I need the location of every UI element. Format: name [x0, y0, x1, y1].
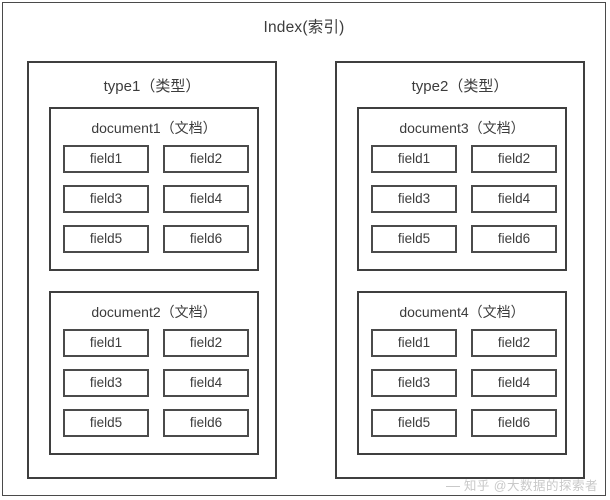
type-container-2: type2（类型） document3（文档） field1 field2 fi… [335, 61, 585, 479]
field-grid-2: field1 field2 field3 field4 field5 field… [63, 329, 249, 437]
field-box: field4 [471, 185, 557, 213]
watermark-text: 知乎 @大数据的探索者 [463, 479, 598, 493]
field-box: field1 [63, 329, 149, 357]
field-box: field5 [371, 409, 457, 437]
field-box: field4 [163, 185, 249, 213]
field-box: field1 [371, 329, 457, 357]
document-container-1: document1（文档） field1 field2 field3 field… [49, 107, 259, 271]
field-box: field6 [471, 409, 557, 437]
index-container: Index(索引) type1（类型） document1（文档） field1… [2, 2, 606, 496]
field-box: field5 [63, 409, 149, 437]
field-box: field2 [163, 145, 249, 173]
field-box: field5 [63, 225, 149, 253]
field-box: field3 [63, 369, 149, 397]
document-title-2: document2（文档） [91, 304, 217, 320]
field-grid-3: field1 field2 field3 field4 field5 field… [371, 145, 557, 253]
field-grid-1: field1 field2 field3 field4 field5 field… [63, 145, 249, 253]
field-box: field3 [371, 185, 457, 213]
field-box: field5 [371, 225, 457, 253]
field-box: field6 [163, 409, 249, 437]
field-box: field2 [471, 145, 557, 173]
document-title-3: document3（文档） [399, 120, 525, 136]
field-box: field3 [63, 185, 149, 213]
watermark: 知乎 @大数据的探索者 [445, 475, 598, 494]
field-box: field2 [471, 329, 557, 357]
document-title-1: document1（文档） [91, 120, 217, 136]
field-box: field4 [163, 369, 249, 397]
field-box: field1 [63, 145, 149, 173]
field-box: field6 [163, 225, 249, 253]
document-container-2: document2（文档） field1 field2 field3 field… [49, 291, 259, 455]
field-box: field4 [471, 369, 557, 397]
watermark-line-icon [445, 486, 460, 488]
type-title-1: type1（类型） [103, 78, 201, 95]
index-title: Index(索引) [263, 19, 345, 36]
type-title-2: type2（类型） [411, 78, 509, 95]
field-box: field3 [371, 369, 457, 397]
field-box: field6 [471, 225, 557, 253]
document-container-3: document3（文档） field1 field2 field3 field… [357, 107, 567, 271]
document-title-4: document4（文档） [399, 304, 525, 320]
type-container-1: type1（类型） document1（文档） field1 field2 fi… [27, 61, 277, 479]
field-box: field1 [371, 145, 457, 173]
document-container-4: document4（文档） field1 field2 field3 field… [357, 291, 567, 455]
field-box: field2 [163, 329, 249, 357]
field-grid-4: field1 field2 field3 field4 field5 field… [371, 329, 557, 437]
